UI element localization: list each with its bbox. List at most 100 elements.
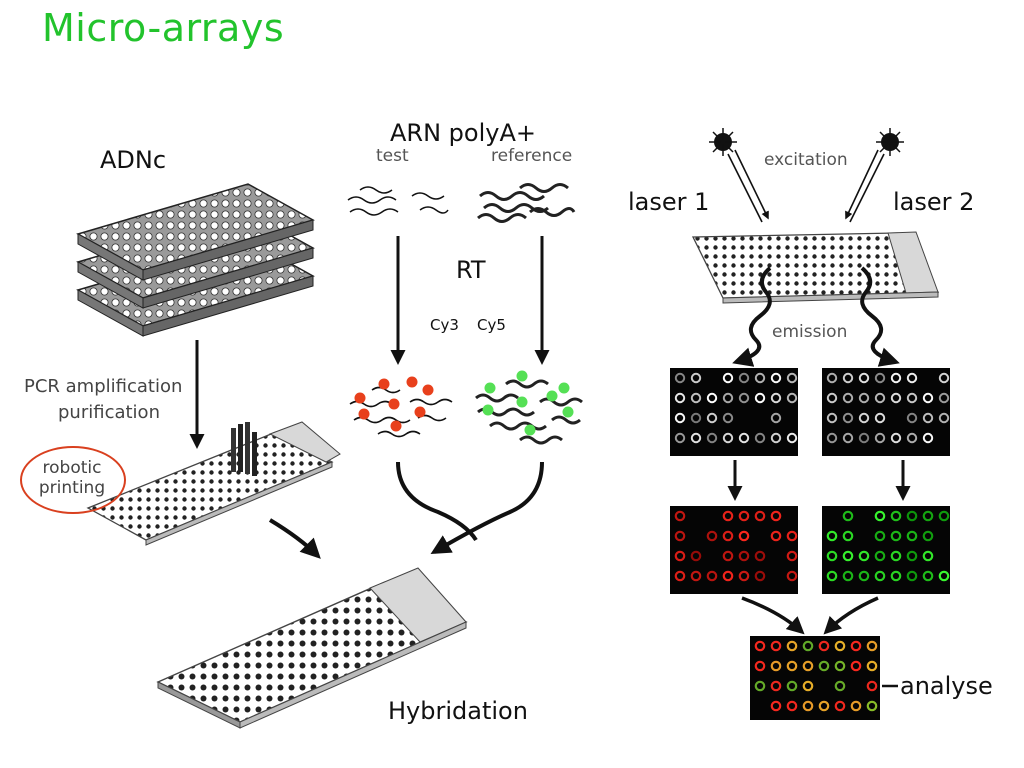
array-spot [834, 640, 846, 652]
cy3-label: Cy3 [430, 316, 459, 334]
array-spot [738, 570, 750, 582]
array-spot [866, 680, 878, 692]
array-spot [906, 432, 918, 444]
emission-label: emission [772, 322, 848, 342]
well-plate-top [76, 183, 315, 281]
array-spot [858, 550, 870, 562]
scan-gray-right [822, 368, 950, 456]
array-spot [674, 550, 686, 562]
cy5-label: Cy5 [477, 316, 506, 334]
array-spot [674, 392, 686, 404]
array-spot [722, 510, 734, 522]
array-spot [906, 392, 918, 404]
array-spot [922, 550, 934, 562]
array-spot [802, 660, 814, 672]
emission-waves [732, 266, 900, 367]
array-spot [834, 700, 846, 712]
array-spot [842, 550, 854, 562]
array-spot [738, 432, 750, 444]
array-spot [786, 700, 798, 712]
array-spot [706, 432, 718, 444]
array-spot [690, 550, 702, 562]
array-spot [770, 680, 782, 692]
array-spot [786, 550, 798, 562]
array-spot [922, 510, 934, 522]
array-spot [890, 510, 902, 522]
array-spot [906, 412, 918, 424]
array-spot [890, 550, 902, 562]
array-spot [754, 550, 766, 562]
array-spot [706, 530, 718, 542]
array-spot [826, 530, 838, 542]
array-spot [802, 700, 814, 712]
array-spot [722, 570, 734, 582]
print-to-hyb-arrow [268, 518, 321, 559]
array-spot [674, 530, 686, 542]
array-spot [850, 700, 862, 712]
robotic-printing-label: robotic printing [20, 458, 124, 498]
array-spot [754, 432, 766, 444]
array-spot [858, 392, 870, 404]
array-spot [674, 570, 686, 582]
array-spot [858, 570, 870, 582]
array-spot [722, 550, 734, 562]
array-spot [842, 412, 854, 424]
array-spot [866, 700, 878, 712]
array-spot [826, 432, 838, 444]
array-spot [906, 550, 918, 562]
excitation-label: excitation [764, 150, 848, 170]
printing-pins [231, 422, 257, 476]
reference-label: reference [491, 146, 573, 166]
array-spot [770, 700, 782, 712]
array-spot [826, 570, 838, 582]
array-spot [890, 372, 902, 384]
array-spot [786, 372, 798, 384]
robotic-printing-highlight [20, 446, 126, 514]
laser-2-icon [876, 128, 904, 156]
array-spot [866, 660, 878, 672]
array-spot [674, 372, 686, 384]
array-spot [890, 570, 902, 582]
array-spot [786, 660, 798, 672]
laser-1-icon [709, 128, 737, 156]
array-spot [826, 372, 838, 384]
array-spot [938, 412, 950, 424]
array-spot [754, 680, 766, 692]
array-spot [738, 510, 750, 522]
array-spot [770, 412, 782, 424]
array-spot [770, 640, 782, 652]
analyse-label: analyse [900, 672, 993, 700]
printing-slide [86, 421, 341, 546]
array-spot [906, 570, 918, 582]
array-spot [722, 530, 734, 542]
hybridation-label: Hybridation [388, 697, 528, 725]
array-spot [938, 570, 950, 582]
printing-label: printing [38, 478, 106, 498]
array-spot [890, 432, 902, 444]
array-spot [874, 550, 886, 562]
array-spot [922, 530, 934, 542]
array-spot [890, 530, 902, 542]
array-spot [690, 432, 702, 444]
array-spot [770, 660, 782, 672]
array-spot [706, 392, 718, 404]
array-spot [826, 550, 838, 562]
purification-label: purification [58, 402, 160, 423]
cy5-labeled-cdna [475, 370, 583, 445]
green-to-overlay-arrow [823, 596, 879, 635]
array-spot [834, 660, 846, 672]
array-spot [770, 510, 782, 522]
rt-label: RT [456, 256, 486, 284]
array-spot [706, 412, 718, 424]
array-spot [786, 432, 798, 444]
array-spot [938, 372, 950, 384]
array-spot [874, 432, 886, 444]
array-spot [922, 432, 934, 444]
scan-gray-left [670, 368, 798, 456]
merge-arrows [396, 461, 544, 555]
array-spot [786, 680, 798, 692]
array-spot [786, 392, 798, 404]
array-spot [802, 680, 814, 692]
array-spot [738, 530, 750, 542]
array-spot [722, 372, 734, 384]
